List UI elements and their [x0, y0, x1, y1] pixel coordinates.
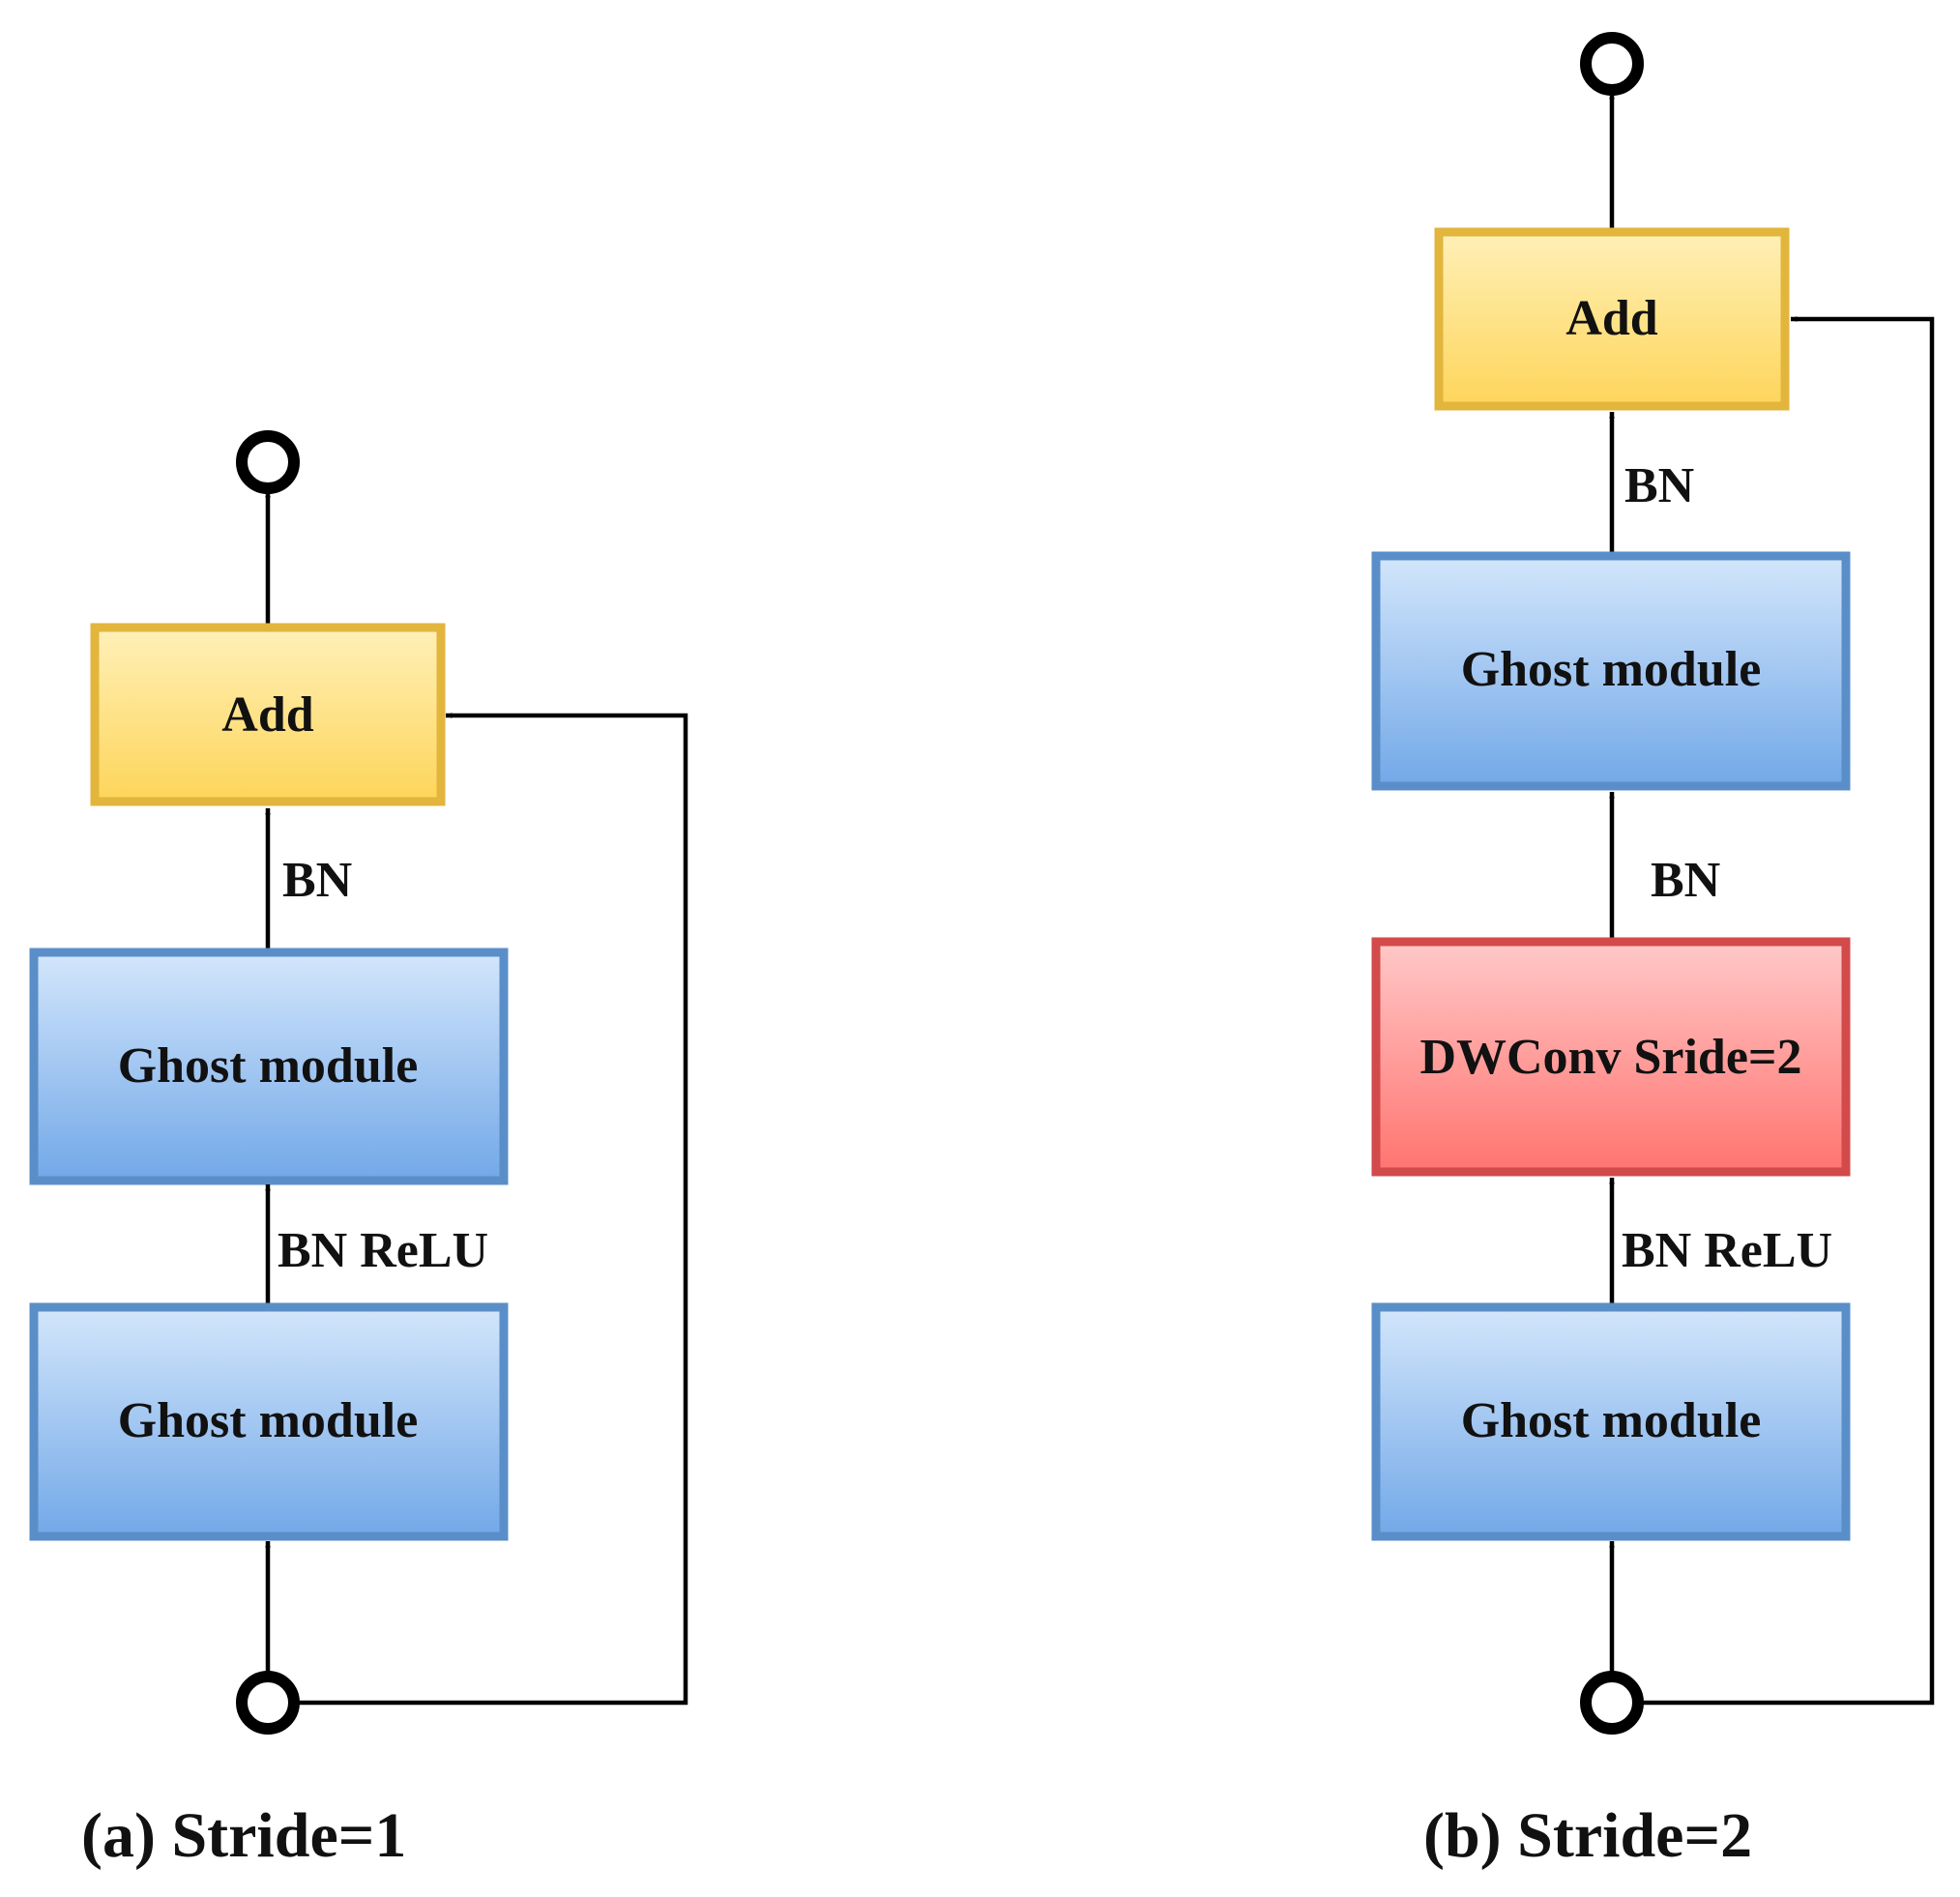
panel-b-add-label: Add	[1565, 291, 1657, 346]
panel-a-shortcut-connection	[294, 713, 688, 1706]
panel-b-ghost-module-top-node: Ghost module	[1371, 551, 1851, 791]
panel-a-ghost-module-bottom-label: Ghost module	[118, 1393, 419, 1448]
panel-a-add-label: Add	[221, 687, 313, 743]
panel-a-ghost-module-top-label: Ghost module	[118, 1038, 419, 1094]
panel-a-caption: (a) Stride=1	[81, 1800, 406, 1871]
panel-b-dwconv-label: DWConv Sride=2	[1419, 1030, 1801, 1085]
panel-b-add-node: Add	[1434, 227, 1790, 411]
panel-b-input-terminal	[1580, 1671, 1644, 1735]
panel-b-dwconv-box	[1371, 937, 1851, 1177]
panel-b-shortcut-connection	[1638, 316, 1935, 1706]
panel-a-add-node: Add	[90, 623, 446, 806]
panel-b-ghost-module-top-box	[1371, 551, 1851, 791]
panel-a-ghost-module-top-node: Ghost module	[29, 948, 509, 1185]
panel-b-ghost-module-bottom-box	[1371, 1302, 1851, 1541]
panel-b-edge-label-bn-relu: BN ReLU	[1622, 1223, 1832, 1278]
panel-b-caption: (b) Stride=2	[1423, 1800, 1752, 1871]
panel-a-output-terminal	[236, 430, 300, 494]
panel-a: Add BN Ghost module BN ReLU Ghost module…	[29, 430, 688, 1871]
panel-a-input-terminal	[236, 1671, 300, 1735]
panel-a-edge-label-bn: BN	[282, 853, 352, 908]
panel-b-add-box	[1434, 227, 1790, 411]
panel-a-ghost-module-top-box	[29, 948, 509, 1185]
panel-b-edge-label-bn-upper: BN	[1624, 458, 1694, 513]
panel-a-ghost-module-bottom-box	[29, 1302, 509, 1541]
panel-b: Add BN Ghost module BN DWConv Sride=2 BN…	[1371, 32, 1935, 1871]
panel-b-edge-label-bn-middle: BN	[1651, 853, 1720, 908]
panel-a-add-box	[90, 623, 446, 806]
panel-b-ghost-module-top-label: Ghost module	[1461, 642, 1762, 697]
panel-b-output-terminal	[1580, 32, 1644, 96]
panel-b-ghost-module-bottom-label: Ghost module	[1461, 1393, 1762, 1448]
panel-b-dwconv-node: DWConv Sride=2	[1371, 937, 1851, 1177]
panel-a-edge-label-bn-relu: BN ReLU	[278, 1223, 488, 1278]
panel-a-ghost-module-bottom-node: Ghost module	[29, 1302, 509, 1541]
panel-b-ghost-module-bottom-node: Ghost module	[1371, 1302, 1851, 1541]
